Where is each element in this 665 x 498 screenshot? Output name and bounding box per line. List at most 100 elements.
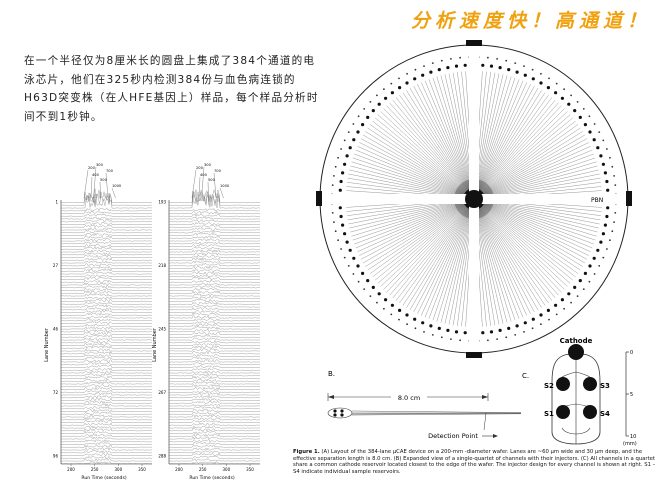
electropherogram-trace — [60, 307, 153, 311]
electropherogram-trace — [60, 265, 152, 269]
electropherogram-trace — [168, 301, 261, 305]
electropherogram-trace — [168, 329, 261, 333]
electropherogram-ytick-label: 96 — [53, 454, 59, 459]
electropherogram-xtick-label: 200 — [67, 467, 75, 472]
electropherogram-trace — [60, 351, 152, 355]
electropherogram-ytick-label: 193 — [158, 200, 166, 205]
electropherogram-trace — [60, 408, 153, 412]
panel-c-reservoir-s4 — [583, 405, 597, 419]
electropherogram-trace — [168, 354, 261, 357]
electropherogram-trace — [60, 318, 153, 322]
electropherogram-trace — [168, 321, 261, 324]
panel-b-diagram: B. 8.0 cm Detection Point — [327, 370, 522, 440]
electropherogram-trace — [168, 345, 261, 349]
electropherogram-trace — [168, 293, 261, 297]
electropherogram-trace — [168, 420, 261, 423]
electropherogram-trace — [60, 356, 152, 360]
electropherogram-trace — [60, 436, 153, 440]
electropherogram-trace — [168, 442, 261, 445]
electropherogram-trace — [168, 255, 261, 258]
electropherogram-trace — [60, 304, 153, 308]
panel-c-label: C. — [522, 372, 529, 380]
panel-b-dimension: 8.0 cm — [398, 394, 420, 402]
electropherogram-xtick-label: 300 — [115, 467, 123, 472]
electropherogram-xtick-label: 200 — [175, 467, 183, 472]
electropherogram-trace — [168, 307, 261, 311]
electropherogram-trace — [168, 455, 261, 459]
electropherogram-trace — [60, 428, 152, 432]
electropherogram-trace — [60, 384, 153, 388]
panel-c-scale-10: 10 — [630, 434, 636, 440]
electropherogram-trace — [168, 222, 261, 225]
electropherogram-trace — [60, 216, 153, 220]
electropherogram-peak-label: 200 — [196, 166, 204, 170]
electropherogram-trace — [60, 425, 152, 429]
panel-c-scale-unit: (mm) — [623, 441, 637, 447]
electropherogram-trace — [60, 323, 153, 327]
electropherogram-trace — [60, 271, 153, 275]
electropherogram-trace — [168, 370, 261, 374]
electropherogram-trace — [168, 257, 261, 261]
electropherogram-peak-label: 1000 — [220, 184, 230, 188]
electropherogram-trace — [168, 235, 261, 239]
electropherogram-trace — [168, 392, 261, 396]
electropherogram-trace — [60, 224, 153, 228]
electropherogram-trace — [60, 411, 153, 415]
electropherogram-trace — [168, 227, 261, 231]
electropherogram-trace — [60, 246, 153, 250]
electropherogram-ytick-label: 1 — [55, 200, 58, 205]
electropherogram-trace — [60, 417, 153, 421]
wafer-mark-top — [466, 40, 482, 46]
electropherogram-ytick-label: 72 — [53, 390, 59, 395]
electropherogram-trace — [60, 238, 153, 242]
electropherogram-trace — [60, 241, 152, 245]
electropherogram-trace — [60, 274, 153, 278]
electropherogram-peak-label: 300 — [204, 163, 212, 167]
electropherogram-trace — [168, 356, 261, 360]
panel-c-scale-5: 5 — [630, 392, 633, 398]
electropherogram-trace — [60, 293, 153, 297]
electropherogram-trace — [168, 406, 260, 410]
electropherogram-peak-label: 300 — [96, 163, 104, 167]
electropherogram-trace — [168, 428, 260, 432]
electropherogram-trace — [60, 367, 153, 371]
electropherogram-trace — [60, 252, 153, 256]
wafer-mark-left — [316, 191, 322, 206]
electropherogram-left-traces — [60, 188, 153, 465]
electropherogram-trace — [168, 315, 260, 319]
electropherogram-trace — [168, 312, 260, 316]
electropherogram-trace — [61, 378, 153, 382]
electropherogram-trace — [168, 252, 261, 256]
electropherogram-trace — [60, 381, 152, 385]
electropherogram-trace — [168, 386, 261, 391]
electropherogram-trace — [168, 409, 261, 412]
electropherogram-trace — [60, 260, 153, 264]
electropherogram-right: Lane Number Run Time (seconds) 193218245… — [152, 163, 261, 481]
electropherogram-trace — [60, 444, 153, 448]
electropherogram-left-xlabel: Run Time (seconds) — [81, 475, 127, 481]
electropherogram-trace — [60, 208, 153, 212]
figure-caption-text: (A) Layout of the 384-lane μCAE device o… — [293, 449, 656, 475]
electropherogram-trace — [61, 340, 153, 344]
electropherogram-trace — [60, 282, 153, 286]
electropherogram-trace — [168, 243, 260, 247]
electropherogram-ytick-label: 288 — [158, 454, 166, 459]
headline-title: 分析速度快！高通道！ — [410, 10, 651, 32]
electropherogram-trace — [168, 340, 261, 344]
electropherogram-trace — [60, 334, 152, 338]
electropherogram-trace — [168, 365, 261, 368]
electropherogram-trace — [168, 318, 261, 322]
electropherogram-trace — [60, 389, 153, 393]
electropherogram-trace — [168, 403, 260, 407]
electropherogram-trace — [60, 422, 153, 426]
electropherogram-trace — [168, 436, 261, 440]
electropherogram-trace — [60, 397, 152, 401]
electropherogram-trace — [60, 257, 153, 261]
electropherogram-trace — [60, 455, 153, 459]
electropherogram-trace — [168, 238, 261, 242]
electropherogram-trace — [60, 188, 153, 203]
electropherogram-trace — [168, 189, 260, 203]
electropherogram-trace — [168, 458, 261, 462]
electropherogram-trace — [168, 268, 261, 272]
